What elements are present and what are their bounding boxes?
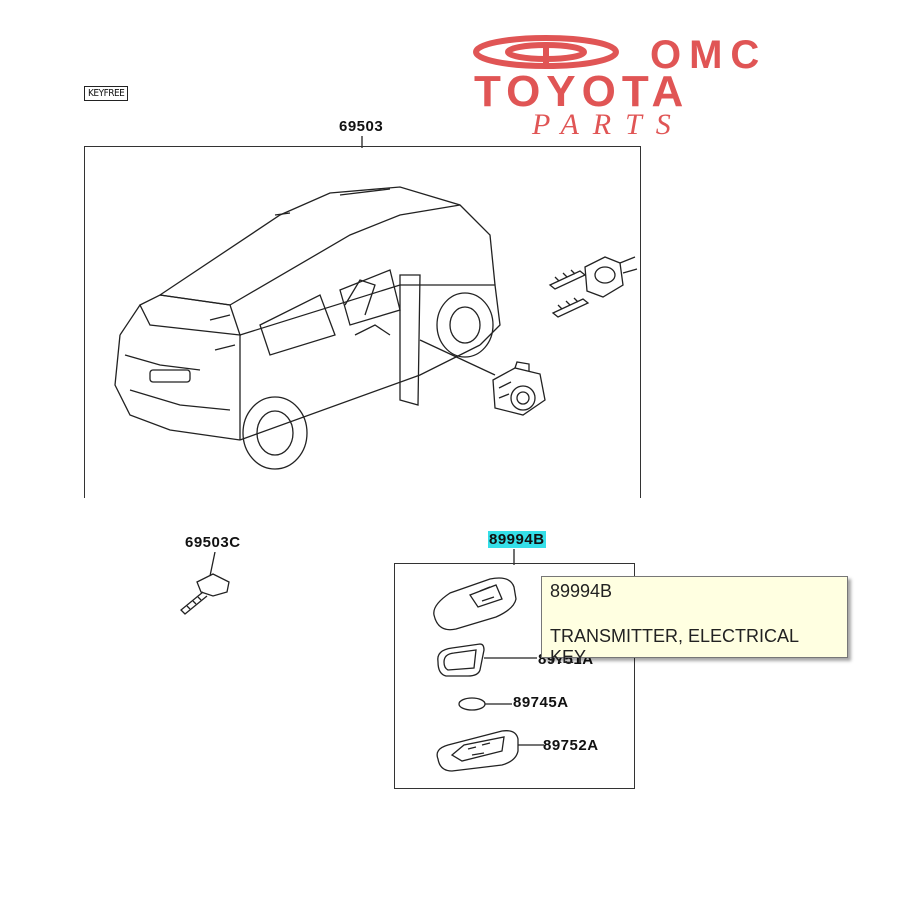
transmitter-fob: [433, 577, 517, 631]
part-number-69503C[interactable]: 69503C: [185, 534, 241, 551]
tooltip-code: 89994B: [550, 581, 613, 601]
toyota-emblem-icon: [473, 35, 619, 69]
battery: [458, 697, 512, 711]
part-number-69503[interactable]: 69503: [339, 118, 384, 135]
vehicle-illustration: [114, 186, 501, 470]
ignition-keys: [548, 256, 638, 318]
part-number-89752A[interactable]: 89752A: [543, 737, 599, 754]
logo-parts: PARTS: [531, 108, 685, 138]
keyfree-tag: KEYFREE: [84, 86, 129, 101]
part-number-89994B[interactable]: 89994B: [488, 531, 546, 548]
assembly-box: [84, 146, 641, 498]
key-blank-illustration: [180, 552, 230, 615]
transmitter-case: [437, 643, 537, 677]
door-lock-cylinder: [492, 361, 546, 416]
tooltip-description: TRANSMITTER, ELECTRICAL KEY: [550, 626, 799, 667]
part-number-89745A[interactable]: 89745A: [513, 694, 569, 711]
transmitter-box: [394, 563, 635, 789]
part-tooltip: 89994B TRANSMITTER, ELECTRICAL KEY: [541, 576, 848, 667]
transmitter-cover: [436, 730, 544, 772]
logo-omc: OMC: [650, 34, 767, 77]
logo-toyota: TOYOTA: [474, 67, 689, 116]
omc-toyota-parts-logo: OMC TOYOTA PARTS: [473, 34, 767, 138]
